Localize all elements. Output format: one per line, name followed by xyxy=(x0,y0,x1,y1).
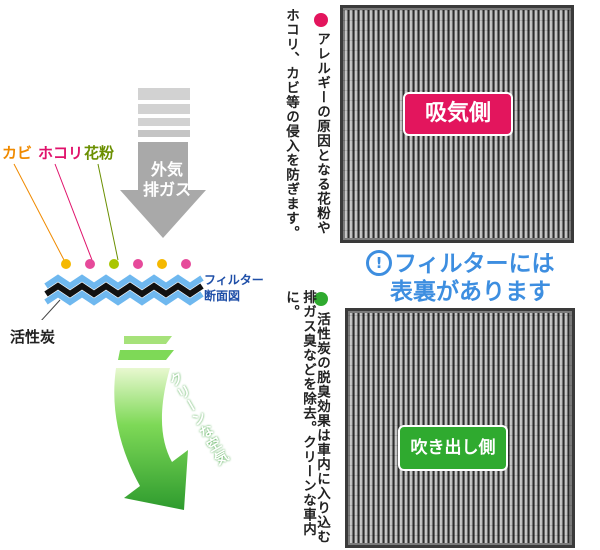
outside-air-arrow-icon xyxy=(120,142,206,238)
air-stripe xyxy=(138,88,190,100)
notice-line2: 表裏があります xyxy=(390,279,551,305)
air-stripe xyxy=(138,104,190,114)
outside-air-line1: 外気 xyxy=(150,160,183,179)
particle-icon xyxy=(181,259,191,269)
outlet-side-badge: 吹き出し側 xyxy=(398,425,508,471)
label-mold: カビ xyxy=(2,144,33,162)
filter-section-line2: 断面図 xyxy=(204,289,241,303)
intake-dot-icon xyxy=(314,13,328,27)
label-pollen: 花粉 xyxy=(84,144,115,162)
intake-caption-col2: ホコリ、カビ等の侵入を防ぎます。 xyxy=(283,8,299,240)
exclamation-icon: ! xyxy=(366,250,392,276)
filter-section-line1: フィルター xyxy=(204,273,264,287)
clean-air-arrow-icon xyxy=(114,336,188,510)
notice-line1-text: フィルターには xyxy=(394,251,555,277)
label-dust: ホコリ xyxy=(38,144,84,162)
leader-lines xyxy=(13,163,119,261)
particle-icon xyxy=(157,259,167,269)
outside-air-line2: 排ガス xyxy=(142,180,191,199)
outlet-dot-icon xyxy=(314,292,328,306)
intake-side-badge: 吸気側 xyxy=(403,92,513,136)
particle-icon xyxy=(109,259,119,269)
particle-icon xyxy=(133,259,143,269)
notice-line1: !フィルターには xyxy=(366,250,566,278)
particle-row xyxy=(61,259,191,269)
filter-section-label: フィルター 断面図 xyxy=(204,272,264,304)
intake-caption-col1: アレルギーの原因となる花粉や xyxy=(314,32,330,235)
air-stripe xyxy=(138,130,190,137)
outlet-caption-col1: 活性炭の脱臭効果は車内に入り込む xyxy=(314,312,330,544)
reversible-notice: !フィルターには 表裏があります xyxy=(366,250,566,306)
filter-cross-section xyxy=(41,259,204,320)
air-stripe xyxy=(138,118,190,126)
activated-carbon-label: 活性炭 xyxy=(10,328,56,346)
particle-icon xyxy=(85,259,95,269)
particle-icon xyxy=(61,259,71,269)
outlet-caption-col2: 排ガス臭などを除去。クリーンな車内に。 xyxy=(283,290,316,537)
outside-air-label: 外気 排ガス xyxy=(134,160,200,200)
